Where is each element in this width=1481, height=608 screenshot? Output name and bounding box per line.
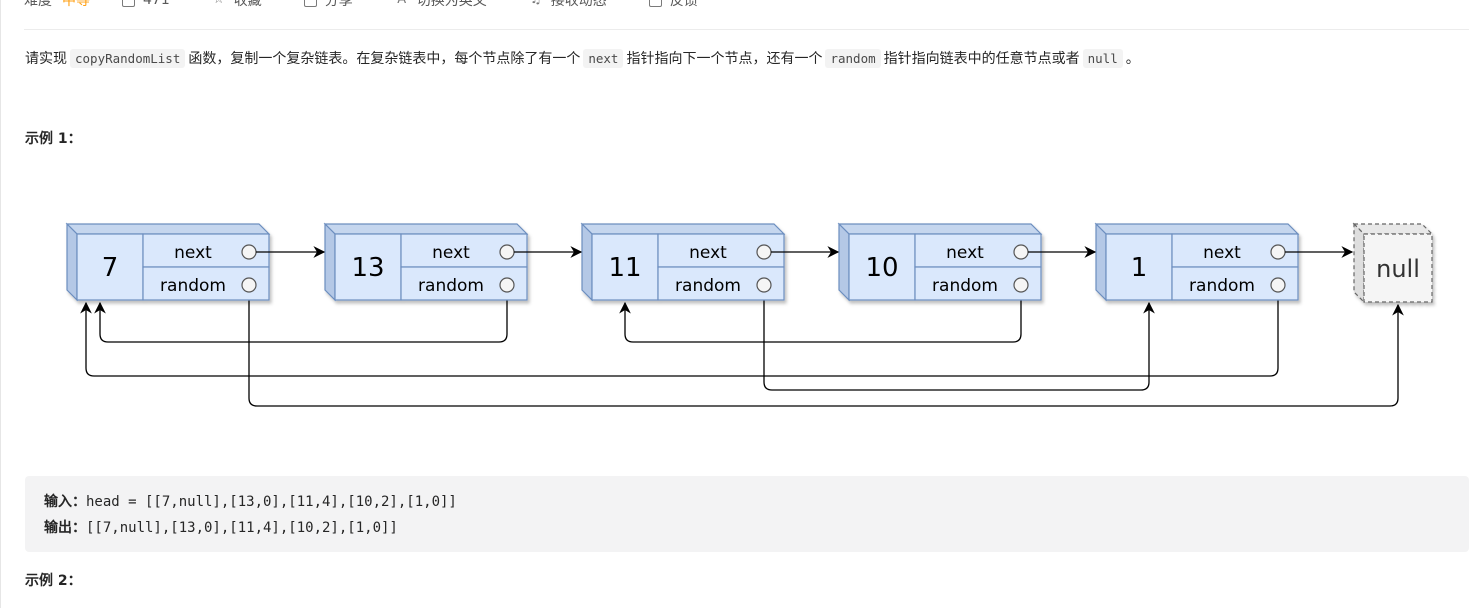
random-pointer-port — [756, 277, 772, 293]
like-count: 471 — [143, 0, 170, 8]
input-label: 输入： — [44, 494, 86, 510]
node-value-label: 13 — [351, 253, 384, 283]
next-pointer-port — [1013, 244, 1029, 260]
input-value: head = [[7,null],[13,0],[11,4],[10,2],[1… — [86, 494, 457, 510]
comment-icon — [648, 0, 662, 7]
inline-code: random — [825, 49, 881, 68]
list-node: 13 next random — [323, 222, 529, 302]
node-value-label: 1 — [1131, 253, 1148, 283]
desc-text: 指针指向链表中的任意节点或者 — [883, 51, 1080, 67]
problem-meta-bar: 难度 中等 471 ☆ 收藏 分享 A 切换为英文 ♫ 接收动态 反馈 — [24, 0, 740, 10]
example-1-code-block: 输入：head = [[7,null],[13,0],[11,4],[10,2]… — [25, 476, 1469, 552]
random-arrow — [763, 292, 1155, 391]
star-icon: ☆ — [212, 0, 226, 7]
translate-icon: A — [395, 0, 409, 7]
left-border — [0, 0, 1, 608]
node-next-label: next — [946, 243, 984, 263]
null-node: null — [1352, 222, 1434, 304]
inline-code: copyRandomList — [70, 49, 186, 68]
feedback-label: 反馈 — [669, 0, 698, 9]
next-pointer-port — [756, 244, 772, 260]
meta-divider — [24, 29, 1469, 30]
share-button[interactable]: 分享 — [303, 0, 353, 10]
example-1-title: 示例 1： — [25, 131, 82, 147]
feedback-button[interactable]: 反馈 — [648, 0, 698, 10]
share-label: 分享 — [324, 0, 353, 9]
list-node: 11 next random — [580, 222, 786, 302]
random-arrow — [619, 292, 1022, 343]
node-random-label: random — [1189, 276, 1255, 296]
bell-icon: ♫ — [529, 0, 543, 7]
next-pointer-port — [499, 244, 515, 260]
random-pointer-port — [241, 277, 257, 293]
node-next-label: next — [1203, 243, 1241, 263]
null-label: null — [1376, 255, 1420, 283]
desc-text: 函数，复制一个复杂链表。在复杂链表中，每个节点除了有一个 — [188, 51, 581, 67]
favorite-button[interactable]: ☆ 收藏 — [212, 0, 262, 10]
node-value-label: 7 — [102, 253, 119, 283]
share-icon — [303, 0, 317, 7]
node-next-label: next — [174, 243, 212, 263]
difficulty-label: 难度 — [24, 0, 52, 9]
random-arrow — [94, 292, 508, 343]
list-node: 7 next random — [65, 222, 271, 302]
desc-text: 。 — [1125, 51, 1140, 67]
random-pointer-port — [1013, 277, 1029, 293]
like-button[interactable]: 471 — [122, 0, 170, 8]
node-next-label: next — [689, 243, 727, 263]
linked-list-diagram: 7 next random 13 next random 11 next random 10 nex… — [65, 222, 1434, 407]
desc-text: 请实现 — [25, 51, 67, 67]
next-pointer-port — [1270, 244, 1286, 260]
difficulty-value: 中等 — [62, 0, 90, 9]
thumbs-up-icon — [122, 0, 135, 7]
node-value-label: 10 — [865, 253, 898, 283]
example-output-line: 输出：[[7,null],[13,0],[11,4],[10,2],[1,0]] — [44, 517, 398, 537]
node-random-label: random — [932, 276, 998, 296]
inline-code: next — [583, 49, 624, 68]
random-arrow — [248, 292, 1404, 407]
random-pointer-port — [499, 277, 515, 293]
switch-language-label: 切换为英文 — [416, 0, 487, 9]
subscribe-label: 接收动态 — [550, 0, 607, 9]
example-input-line: 输入：head = [[7,null],[13,0],[11,4],[10,2]… — [44, 491, 457, 511]
next-pointer-port — [241, 244, 257, 260]
random-arrow — [80, 292, 1279, 377]
example-2-title: 示例 2： — [25, 573, 82, 589]
inline-code: null — [1082, 49, 1123, 68]
switch-language-button[interactable]: A 切换为英文 — [395, 0, 487, 10]
random-pointer-port — [1270, 277, 1286, 293]
node-random-label: random — [418, 276, 484, 296]
list-node: 10 next random — [837, 222, 1043, 302]
node-value-label: 11 — [608, 253, 641, 283]
node-next-label: next — [432, 243, 470, 263]
desc-text: 指针指向下一个节点，还有一个 — [626, 51, 823, 67]
output-value: [[7,null],[13,0],[11,4],[10,2],[1,0]] — [86, 520, 398, 536]
subscribe-button[interactable]: ♫ 接收动态 — [529, 0, 607, 10]
node-random-label: random — [675, 276, 741, 296]
list-node: 1 next random — [1094, 222, 1300, 302]
node-random-label: random — [160, 276, 226, 296]
output-label: 输出： — [44, 520, 86, 536]
favorite-label: 收藏 — [233, 0, 262, 9]
